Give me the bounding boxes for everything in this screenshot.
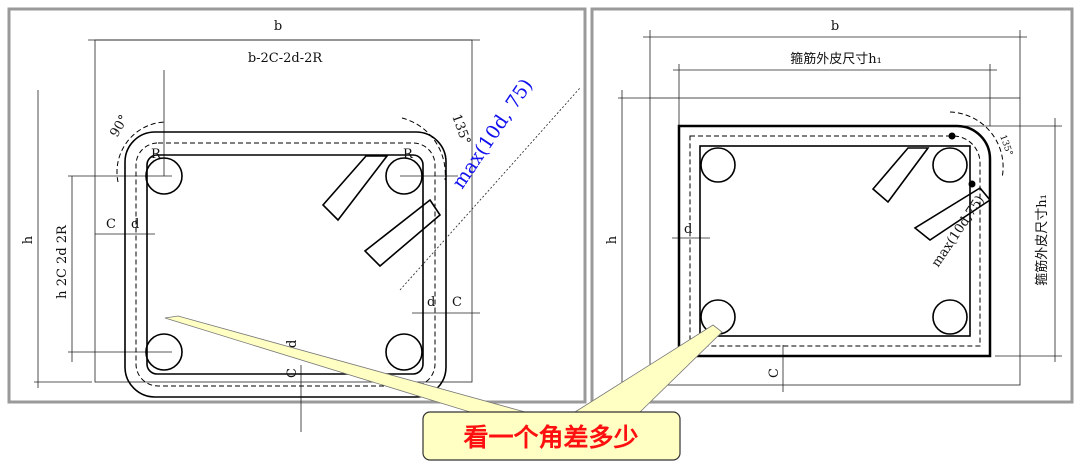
- label-d-bottom: d: [285, 340, 300, 348]
- label-d-left: d: [131, 217, 139, 232]
- arc-135: [401, 117, 446, 181]
- label-c-right: C: [452, 295, 462, 310]
- label-c: C: [767, 368, 782, 378]
- label-d: d: [684, 222, 692, 237]
- stirrup-inner: [699, 145, 971, 337]
- label-b: b: [274, 19, 282, 34]
- label-c-left: C: [106, 217, 116, 232]
- stirrup-centerline: [135, 142, 436, 387]
- rebar-top-left: [700, 147, 736, 183]
- label-b: b: [831, 19, 839, 34]
- rebar-bottom-right: [385, 333, 423, 371]
- rebar-top-right: [932, 147, 968, 183]
- label-inner-width: b-2C-2d-2R: [248, 51, 324, 66]
- label-c-bottom: C: [285, 368, 300, 378]
- point-marker-2: [968, 180, 976, 188]
- hook-1: [871, 147, 930, 204]
- label-inner-height: h 2C 2d 2R: [55, 224, 70, 299]
- arc-135: [949, 111, 1004, 179]
- rebar-top-right: [385, 157, 423, 195]
- stirrup-outer: [677, 124, 992, 358]
- hook-1: [321, 155, 389, 222]
- label-outer-width: 箍筋外皮尺寸h₁: [790, 51, 882, 67]
- dim-line-hook: [399, 87, 581, 291]
- rebar-top-left: [145, 157, 183, 195]
- hook-2: [913, 186, 992, 241]
- label-r-right: R: [403, 147, 414, 162]
- callout-text: 看一个角差多少: [463, 423, 638, 452]
- rebar-bottom-right: [932, 299, 968, 335]
- label-outer-height: 箍筋外皮尺寸h₁: [1034, 194, 1050, 286]
- left-panel: [7, 7, 587, 404]
- rebar-bottom-left: [145, 333, 183, 371]
- stirrup-outer: [124, 131, 447, 398]
- label-h: h: [605, 235, 620, 244]
- label-d-right: d: [427, 295, 435, 310]
- point-marker-1: [948, 132, 956, 140]
- stirrup-inner: [146, 154, 424, 375]
- arc-90: [116, 121, 166, 183]
- label-h: h: [21, 235, 36, 244]
- right-panel: [590, 7, 1074, 404]
- section-outline: [649, 97, 1021, 386]
- callout-box: [422, 411, 681, 461]
- hook-2: [363, 198, 442, 268]
- callout: 看一个角差多少: [164, 315, 723, 461]
- label-r-left: R: [151, 147, 162, 162]
